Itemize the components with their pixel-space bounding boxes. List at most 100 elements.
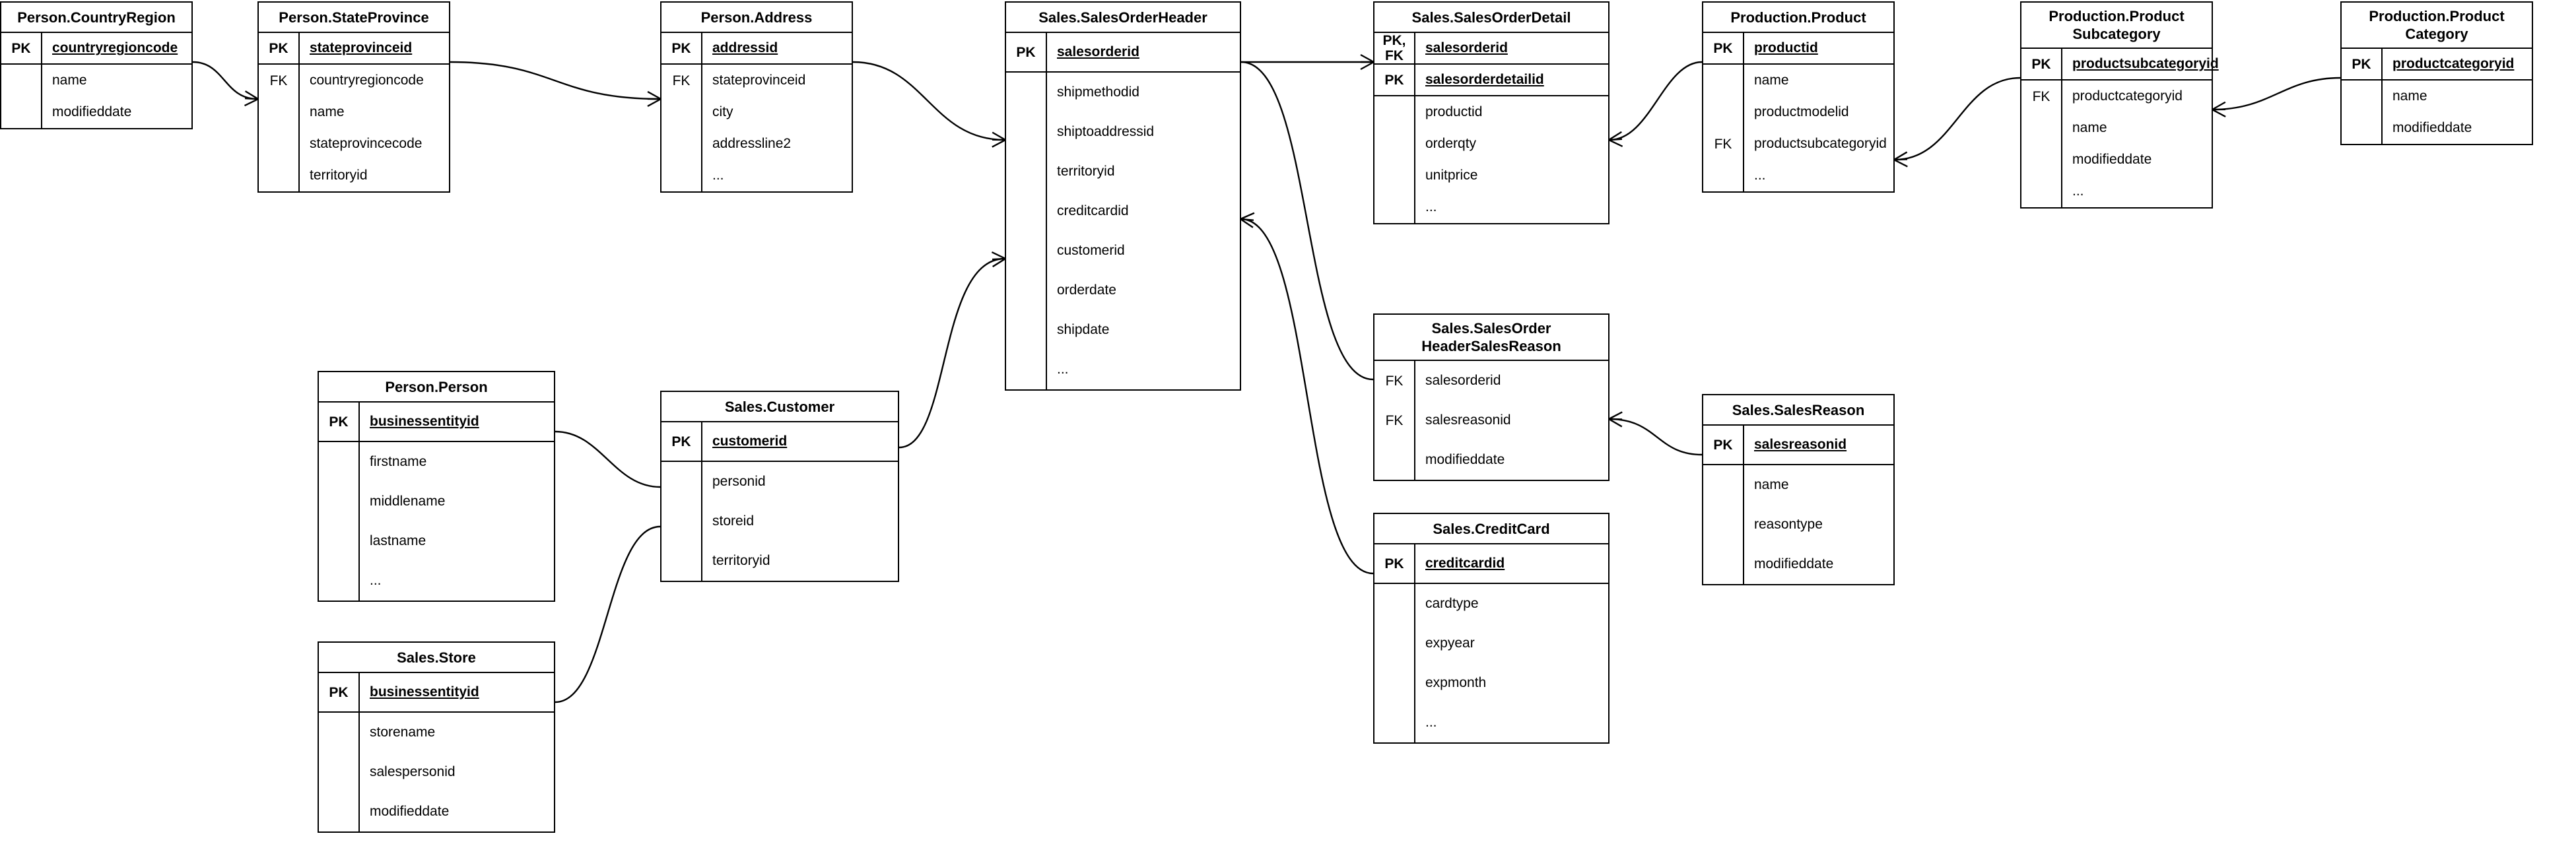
attribute-row[interactable]: middlename xyxy=(319,482,554,521)
attribute-name: firstname xyxy=(370,454,427,469)
attribute-row[interactable]: shiptoaddressid xyxy=(1006,112,1240,152)
attribute-row[interactable]: name xyxy=(2342,81,2532,112)
rel-productsubcategory-productcategory xyxy=(2212,71,2348,117)
attribute-name: addressline2 xyxy=(712,136,792,151)
attribute-row[interactable]: ... xyxy=(319,561,554,601)
attribute-row[interactable]: modifieddate xyxy=(1703,544,1893,584)
attribute-row[interactable]: territoryid xyxy=(259,160,449,191)
attribute-name: territoryid xyxy=(310,168,368,183)
attribute-row[interactable]: reasontype xyxy=(1703,505,1893,544)
attribute-row[interactable]: storename xyxy=(319,713,554,752)
attribute-row[interactable]: shipmethodid xyxy=(1006,73,1240,112)
attribute-row[interactable]: ... xyxy=(661,160,852,191)
attribute-row[interactable]: name xyxy=(259,96,449,128)
rel-countryregion-stateprovince xyxy=(186,55,259,107)
attribute-row[interactable]: name xyxy=(1,65,191,96)
attribute-name: middlename xyxy=(370,494,446,509)
attribute-row[interactable]: ... xyxy=(1006,350,1240,389)
attribute-row[interactable]: expmonth xyxy=(1374,663,1608,703)
entity-title-stateprovince: Person.StateProvince xyxy=(259,3,449,33)
attribute-row[interactable]: stateprovincecode xyxy=(259,128,449,160)
key-marker xyxy=(2021,112,2062,144)
attribute-row[interactable]: orderdate xyxy=(1006,271,1240,310)
attribute-row[interactable]: name xyxy=(2021,112,2212,144)
attribute-row[interactable]: ... xyxy=(1703,160,1893,191)
attribute-row[interactable]: personid xyxy=(661,462,898,502)
attribute-row[interactable]: addressline2 xyxy=(661,128,852,160)
attribute-row[interactable]: storeid xyxy=(661,502,898,541)
attribute-row[interactable]: productid xyxy=(1374,96,1608,128)
attribute-row[interactable]: ... xyxy=(1374,703,1608,742)
attribute-name: modifieddate xyxy=(370,804,450,819)
attribute-row[interactable]: modifieddate xyxy=(319,792,554,831)
key-marker xyxy=(661,502,702,541)
attribute-name: businessentityid xyxy=(370,684,479,700)
attribute-row[interactable]: ... xyxy=(2021,176,2212,207)
key-marker xyxy=(1006,310,1047,350)
attribute-row[interactable]: name xyxy=(1703,65,1893,96)
key-marker xyxy=(319,442,360,482)
attribute-name: cardtype xyxy=(1425,596,1479,611)
key-marker xyxy=(661,96,702,128)
attribute-row[interactable]: cardtype xyxy=(1374,584,1608,624)
key-marker xyxy=(661,541,702,581)
attribute-row[interactable]: customerid xyxy=(1006,231,1240,271)
entity-title-creditcard: Sales.CreditCard xyxy=(1374,514,1608,544)
attribute-row[interactable]: name xyxy=(1703,465,1893,505)
attribute-row[interactable]: city xyxy=(661,96,852,128)
key-marker xyxy=(319,792,360,831)
attribute-row[interactable]: ... xyxy=(1374,191,1608,223)
attribute-row[interactable]: modifieddate xyxy=(1,96,191,128)
attribute-row[interactable]: creditcardid xyxy=(1006,191,1240,231)
attribute-row[interactable]: lastname xyxy=(319,521,554,561)
attribute-row[interactable]: territoryid xyxy=(661,541,898,581)
attribute-row[interactable]: expyear xyxy=(1374,624,1608,663)
attribute-row[interactable]: territoryid xyxy=(1006,152,1240,191)
rel-customer-salesorderheader xyxy=(891,251,1006,455)
attribute-row[interactable]: salespersonid xyxy=(319,752,554,792)
attribute-row[interactable]: firstname xyxy=(319,442,554,482)
attribute-row[interactable]: modifieddate xyxy=(1374,440,1608,480)
key-marker xyxy=(1006,152,1047,191)
attribute-row[interactable]: shipdate xyxy=(1006,310,1240,350)
attribute-row[interactable]: orderqty xyxy=(1374,128,1608,160)
attribute-row[interactable]: productmodelid xyxy=(1703,96,1893,128)
attribute-row[interactable]: modifieddate xyxy=(2342,112,2532,144)
attribute-row[interactable]: modifieddate xyxy=(2021,144,2212,176)
attribute-row[interactable]: unitprice xyxy=(1374,160,1608,191)
